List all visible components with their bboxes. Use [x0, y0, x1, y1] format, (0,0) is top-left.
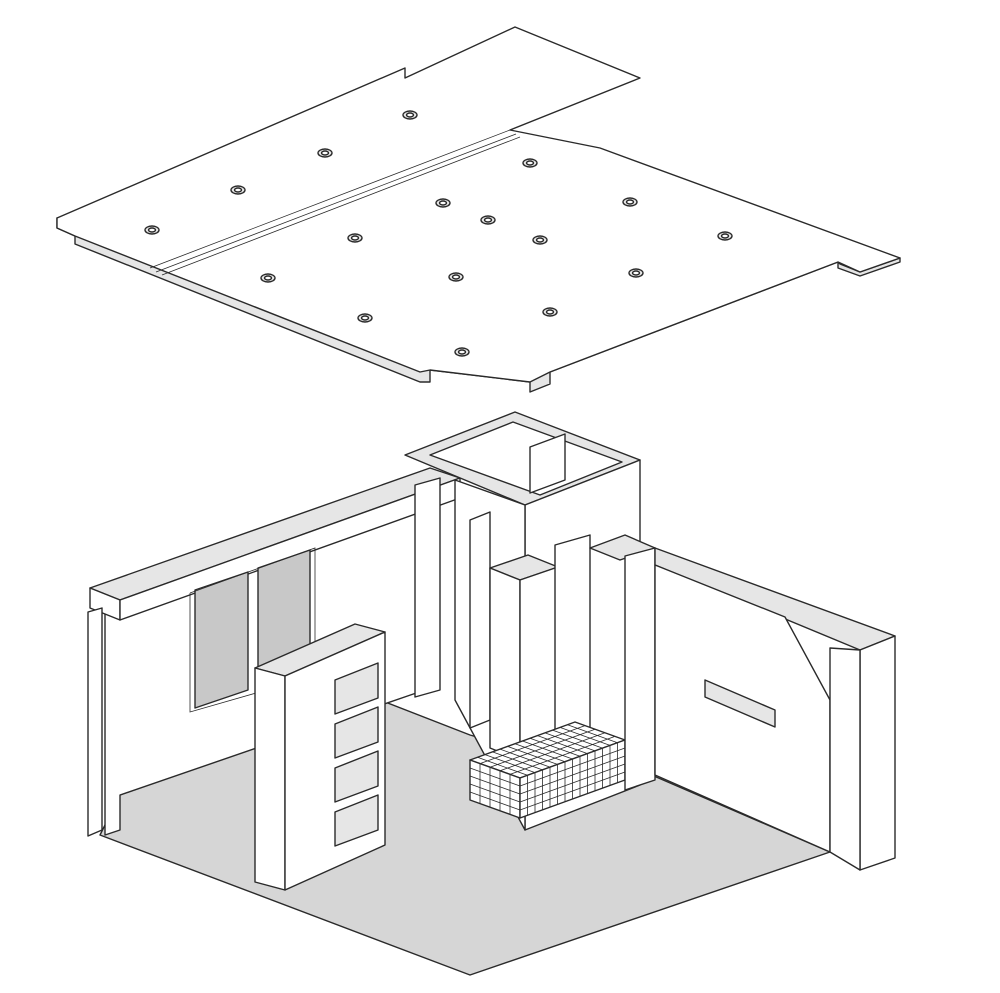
shelf-front — [254, 667, 286, 891]
ceiling-light-lens — [233, 187, 243, 193]
wall-niche — [704, 679, 776, 728]
shelf-niche-4 — [334, 794, 379, 847]
tile-line — [469, 783, 521, 803]
tile-line — [492, 751, 543, 771]
tile-line — [507, 746, 558, 765]
ceiling-light-lens — [535, 237, 545, 243]
ceiling-light-lens — [405, 112, 415, 118]
tile-line — [544, 732, 596, 752]
core-inner-wall — [529, 433, 566, 494]
tile-line — [559, 727, 611, 746]
ceiling-light-lens — [483, 217, 493, 223]
ceiling-light-lens — [720, 233, 730, 239]
tile-line — [519, 755, 626, 795]
tile-line — [519, 747, 626, 787]
tile-line — [567, 724, 618, 744]
ceiling-light-lens — [525, 160, 535, 166]
shelf-niche-3 — [334, 750, 379, 803]
ceiling-light-lens — [438, 200, 448, 206]
shelf-niche-2 — [334, 706, 379, 759]
tile-line — [489, 728, 596, 768]
left-wall-end — [87, 607, 103, 837]
tile-line — [499, 748, 551, 768]
ceiling-light-lens — [625, 199, 635, 205]
tile-line — [514, 743, 566, 763]
right-wall-end — [859, 635, 896, 871]
ceiling-light-lens — [451, 274, 461, 280]
tile-line — [469, 767, 521, 787]
tile-line — [519, 771, 626, 811]
ceiling-joint-line — [149, 129, 511, 269]
right-wall-return — [829, 647, 861, 871]
column-front — [489, 567, 521, 761]
ceiling-light-lens — [457, 349, 467, 355]
tile-line — [519, 763, 626, 803]
shelf-niche-1 — [334, 662, 379, 715]
core-opening — [429, 421, 623, 496]
ceiling-light-lens — [320, 150, 330, 156]
ceiling-light-lens — [545, 309, 555, 315]
shower-column — [489, 534, 591, 771]
ceiling-light-lens — [631, 270, 641, 276]
tile-line — [509, 736, 616, 775]
tile-line — [477, 756, 528, 776]
tile-line — [552, 729, 603, 749]
tile-line — [499, 732, 606, 772]
tile-line — [537, 735, 588, 754]
tile-line — [469, 775, 521, 795]
tile-line — [469, 791, 521, 811]
ceiling-joint-line-3 — [161, 136, 521, 276]
ceiling-slab — [56, 26, 901, 393]
left-column — [414, 477, 441, 698]
ceiling-slab-top — [56, 26, 901, 383]
tile-line — [529, 737, 581, 757]
tile-line — [479, 725, 586, 764]
ceiling-joint-line-2 — [155, 133, 517, 273]
right-column-face — [624, 547, 656, 791]
ceiling-light-lens — [263, 275, 273, 281]
ceiling-light-lens — [350, 235, 360, 241]
ceiling-light-lens — [360, 315, 370, 321]
tile-line — [522, 740, 573, 760]
bench-tile-grid — [469, 724, 626, 816]
tile-line — [484, 754, 536, 773]
ceiling-light-lens — [147, 227, 157, 233]
right-wall — [589, 534, 896, 871]
window-pane-1 — [194, 571, 249, 709]
doorway — [469, 511, 491, 729]
ceiling-lights — [144, 110, 733, 357]
shelf-partition — [254, 623, 386, 891]
